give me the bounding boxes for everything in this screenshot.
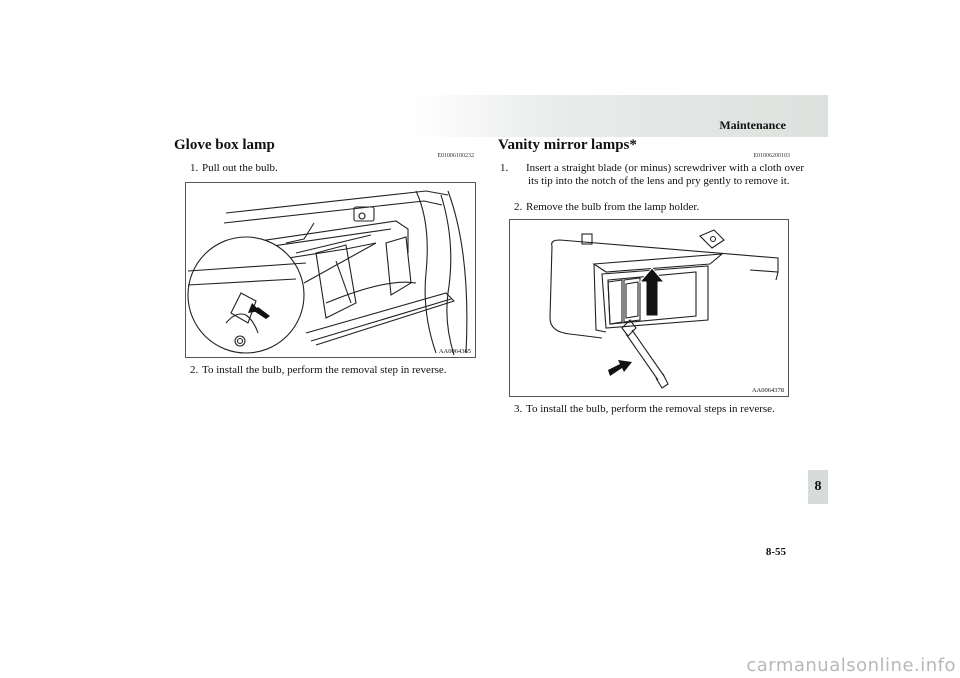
vanity-mirror-illustration xyxy=(549,229,779,389)
step-text: To install the bulb, perform the removal… xyxy=(202,364,447,376)
glove-box-illustration xyxy=(187,190,468,356)
right-column: Vanity mirror lamps* E01006200103 xyxy=(498,137,790,227)
vanity-mirror-figure: AA0064378 xyxy=(509,219,789,397)
step-3: 3.To install the bulb, perform the remov… xyxy=(514,403,800,416)
header-band xyxy=(410,95,828,137)
step-number: 2. xyxy=(514,201,523,213)
step-text: To install the bulb, perform the removal… xyxy=(526,403,775,415)
step-text: Insert a straight blade (or minus) screw… xyxy=(526,162,804,187)
step-1: 1.Pull out the bulb. xyxy=(190,162,278,175)
step-1: 1. Insert a straight blade (or minus) scr… xyxy=(500,162,804,188)
glove-box-figure: AA0064365 xyxy=(185,182,476,358)
step-number: 2. xyxy=(190,364,199,376)
section-code: E01006200103 xyxy=(753,153,790,159)
page-title: Maintenance xyxy=(719,118,786,132)
step-text: Pull out the bulb. xyxy=(202,162,278,174)
page-number: 8-55 xyxy=(765,546,786,558)
step-number: 1. xyxy=(190,162,199,174)
step-number: 3. xyxy=(514,403,523,415)
section-heading-glove-box-lamp: Glove box lamp xyxy=(174,137,275,153)
step-2: 2.Remove the bulb from the lamp holder. xyxy=(514,201,790,214)
step-number: 1. xyxy=(500,162,509,174)
section-heading-vanity-mirror-lamps: Vanity mirror lamps* xyxy=(498,137,637,153)
section-code: E01006100232 xyxy=(437,153,474,159)
watermark: carmanualsonline.info xyxy=(746,655,956,676)
chapter-tab: 8 xyxy=(808,470,828,504)
figure-label: AA0064378 xyxy=(751,387,784,394)
step-text: Remove the bulb from the lamp holder. xyxy=(526,201,700,213)
step-2: 2.To install the bulb, perform the remov… xyxy=(190,364,480,377)
left-column: Glove box lamp E01006100232 1.Pull out t… xyxy=(174,137,474,377)
figure-label: AA0064365 xyxy=(438,348,471,355)
